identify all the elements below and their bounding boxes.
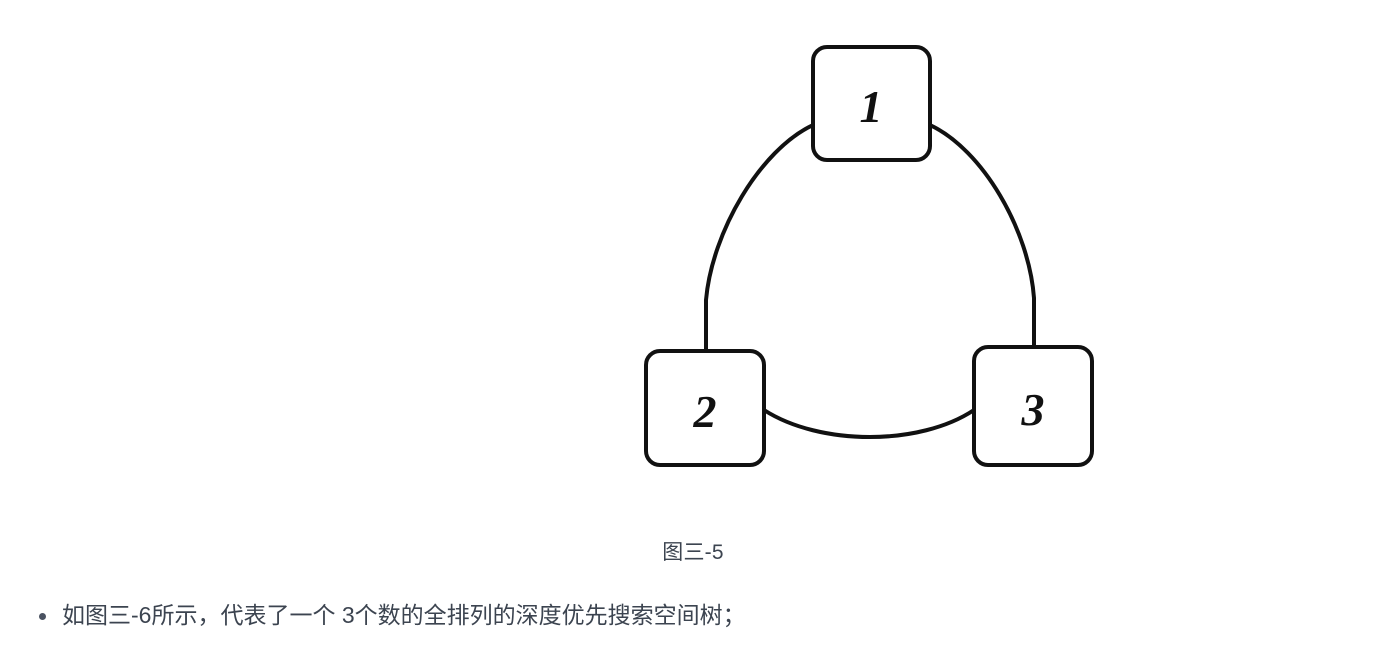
bullet-point-icon bbox=[39, 613, 46, 620]
graph-node-2-box bbox=[644, 349, 766, 467]
graph-node-1[interactable]: 1 bbox=[811, 45, 932, 162]
edge-2-3 bbox=[762, 408, 976, 439]
figure-caption: 图三-5 bbox=[662, 541, 724, 564]
list-item: 如图三-6所示，代表了一个 3个数的全排列的深度优先搜索空间树； bbox=[0, 596, 1386, 634]
graph-node-3-label: 3 bbox=[1021, 384, 1045, 435]
edge-1-2 bbox=[704, 123, 814, 351]
edge-1-3 bbox=[929, 123, 1036, 347]
graph-node-1-box bbox=[811, 45, 932, 162]
bullet-list: 如图三-6所示，代表了一个 3个数的全排列的深度优先搜索空间树； bbox=[0, 596, 1386, 634]
graph-node-2-label: 2 bbox=[693, 386, 717, 437]
list-item-text: 如图三-6所示，代表了一个 3个数的全排列的深度优先搜索空间树； bbox=[62, 602, 746, 628]
graph-node-3[interactable]: 3 bbox=[972, 345, 1094, 467]
graph-node-1-label: 1 bbox=[860, 81, 883, 132]
graph-node-2[interactable]: 2 bbox=[644, 349, 766, 467]
graph-node-3-box bbox=[972, 345, 1094, 467]
graph-canvas: 1 2 3 bbox=[644, 45, 1094, 467]
figure-graph-three-nodes: 1 2 3 bbox=[644, 45, 1094, 467]
